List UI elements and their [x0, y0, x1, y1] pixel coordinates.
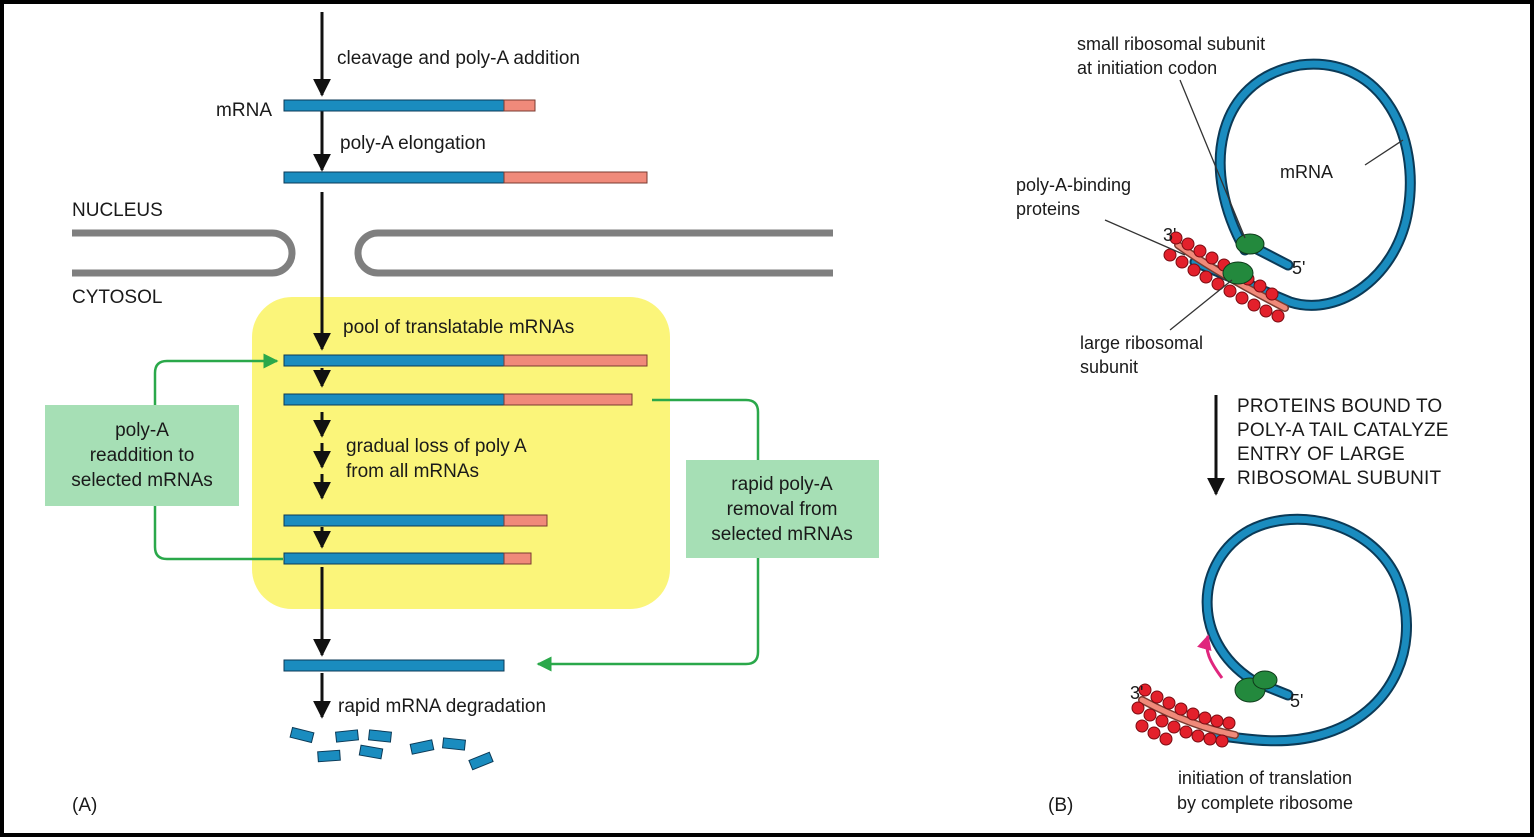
small-subunit-label-line1: small ribosomal subunit — [1077, 34, 1265, 54]
large-subunit-leader — [1169, 279, 1233, 331]
mrna-label-b: mRNA — [1280, 162, 1333, 182]
three-prime-label-top: 3' — [1163, 225, 1176, 245]
mrna-bar-6 — [283, 552, 532, 565]
three-prime-label-bottom: 3' — [1130, 683, 1143, 703]
mrna-leader — [1364, 139, 1404, 166]
mrna-label: mRNA — [216, 100, 272, 121]
poly-a-tail-bottom — [1138, 696, 1239, 739]
removal-label-line1: rapid poly-A — [731, 474, 833, 495]
loss-label-line2: from all mRNAs — [346, 461, 479, 482]
nucleus-label: NUCLEUS — [72, 200, 163, 221]
cytosol-label: CYTOSOL — [72, 287, 162, 308]
elongation-label: poly-A elongation — [340, 133, 486, 154]
ribosome-movement-arrow — [1197, 634, 1224, 679]
degradation-label: rapid mRNA degradation — [338, 696, 546, 717]
removal-label-line3: selected mRNAs — [711, 524, 853, 545]
mrna-fragments — [289, 726, 494, 771]
readdition-label-line1: poly-A — [115, 420, 169, 441]
pabp-cluster-bottom — [1131, 683, 1236, 748]
step-label-line2: POLY-A TAIL CATALYZE — [1237, 420, 1449, 441]
pabp-label-line1: poly-A-binding — [1016, 175, 1131, 195]
step-label-line3: ENTRY OF LARGE — [1237, 444, 1405, 465]
readdition-box — [45, 405, 239, 506]
nuclear-membrane — [72, 229, 833, 277]
ribosome-small-bottom — [1252, 670, 1278, 690]
initiation-label-line2: by complete ribosome — [1177, 793, 1353, 813]
translatable-pool-region — [252, 297, 670, 609]
large-subunit-label-line2: subunit — [1080, 357, 1138, 377]
five-prime-label-top: 5' — [1292, 258, 1305, 278]
cleavage-label: cleavage and poly-A addition — [337, 48, 580, 69]
mrna-bar-3 — [283, 354, 648, 367]
readdition-label-line2: readdition to — [90, 445, 195, 466]
small-subunit-label-line2: at initiation codon — [1077, 58, 1217, 78]
step-label-line4: RIBOSOMAL SUBUNIT — [1237, 468, 1442, 489]
small-subunit-leader — [1179, 79, 1246, 239]
mrna-bar-1 — [283, 99, 536, 112]
panel-a-label: (A) — [72, 795, 97, 816]
removal-label-line2: removal from — [727, 499, 838, 520]
pool-label: pool of translatable mRNAs — [343, 317, 574, 338]
large-subunit-label-line1: large ribosomal — [1080, 333, 1203, 353]
removal-box — [686, 460, 879, 558]
pabp-cluster-top — [1163, 231, 1285, 323]
loss-label-line1: gradual loss of poly A — [346, 436, 527, 457]
mrna-bar-5 — [283, 514, 548, 527]
mrna-bar-deadenylated — [283, 659, 505, 672]
pabp-label-line2: proteins — [1016, 199, 1080, 219]
readdition-label-line3: selected mRNAs — [71, 470, 213, 491]
five-prime-label-bottom: 5' — [1290, 691, 1303, 711]
mrna-bar-4 — [283, 393, 633, 406]
panel-b-label: (B) — [1048, 795, 1073, 816]
pabp-leader — [1104, 219, 1186, 256]
large-subunit-top — [1222, 261, 1254, 285]
mrna-bar-2 — [283, 171, 648, 184]
small-subunit-top — [1235, 233, 1265, 255]
initiation-label-line1: initiation of translation — [1178, 768, 1352, 788]
step-label-line1: PROTEINS BOUND TO — [1237, 396, 1442, 417]
